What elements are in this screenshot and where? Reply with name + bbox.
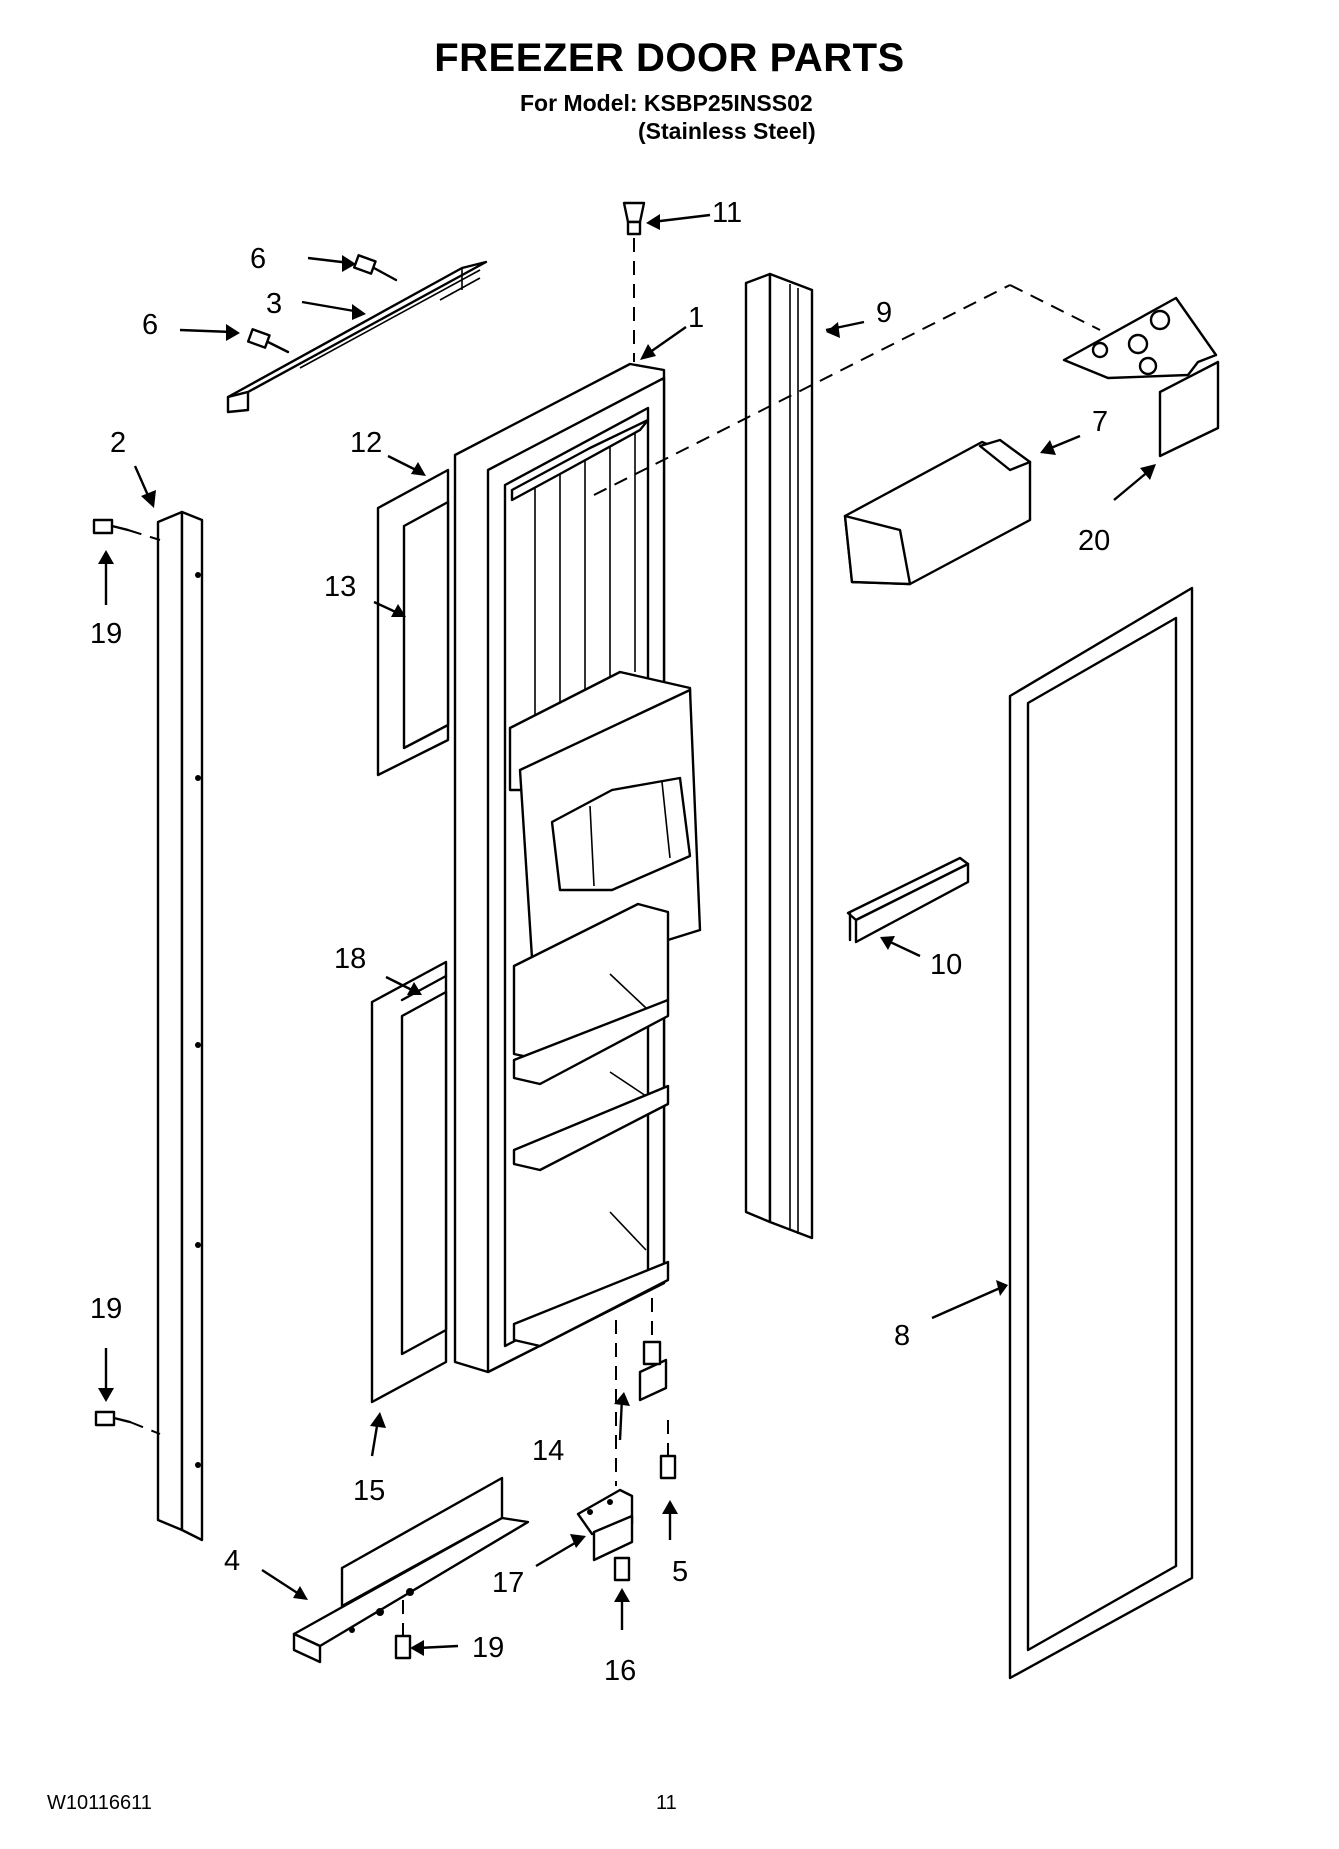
document-number: W10116611 xyxy=(47,1792,152,1814)
hinge-alignment-line xyxy=(593,284,1011,496)
callout-19-c: 19 xyxy=(472,1632,504,1664)
callout-3: 3 xyxy=(266,288,282,320)
callout-6-upper: 6 xyxy=(250,243,266,275)
callout-17: 17 xyxy=(492,1567,524,1599)
callout-8: 8 xyxy=(894,1320,910,1352)
part-6-screw-upper xyxy=(352,254,398,282)
part-14-hinge-pin xyxy=(638,1298,668,1402)
part-19-screw-bottom xyxy=(394,1600,412,1660)
callout-10: 10 xyxy=(930,949,962,981)
part-13-upper-insulation xyxy=(402,500,450,750)
model-number: For Model: KSBP25INSS02 xyxy=(520,90,813,116)
part-17-hinge-bracket xyxy=(576,1320,634,1562)
callout-16: 16 xyxy=(604,1655,636,1687)
callout-20: 20 xyxy=(1078,525,1110,557)
part-5-screw xyxy=(659,1420,677,1480)
part-9-hinge-side-trim xyxy=(744,272,814,1240)
page-title: FREEZER DOOR PARTS xyxy=(434,36,905,80)
page-number: 11 xyxy=(656,1792,677,1814)
part-7-door-bin xyxy=(843,438,1032,586)
part-1-door-liner xyxy=(453,362,702,1374)
callout-2: 2 xyxy=(110,427,126,459)
callout-5: 5 xyxy=(672,1556,688,1588)
callout-12: 12 xyxy=(350,427,382,459)
part-16-screw xyxy=(613,1556,631,1582)
part-20-top-hinge xyxy=(1062,296,1220,458)
hinge-alignment-line-2 xyxy=(1009,284,1101,331)
part-10-rail xyxy=(846,856,970,944)
callout-15: 15 xyxy=(353,1475,385,1507)
callout-4: 4 xyxy=(224,1545,240,1577)
part-3-top-trim xyxy=(226,260,488,414)
callout-9: 9 xyxy=(876,297,892,329)
part-6-screw-lower xyxy=(246,328,290,354)
callout-19-a: 19 xyxy=(90,618,122,650)
callout-1: 1 xyxy=(688,302,704,334)
callout-13: 13 xyxy=(324,571,356,603)
callout-19-b: 19 xyxy=(90,1293,122,1325)
model-finish: (Stainless Steel) xyxy=(638,118,816,144)
part-8-door-gasket xyxy=(1008,586,1194,1680)
part-11-hinge-bushing xyxy=(622,201,646,362)
part-4-bottom-trim xyxy=(292,1476,530,1664)
part-19-screw-lower xyxy=(94,1410,161,1435)
part-2-side-trim xyxy=(156,510,204,1542)
callout-arrows xyxy=(98,213,1156,1656)
callout-11: 11 xyxy=(712,197,742,229)
part-18-lower-insulation xyxy=(400,974,448,1356)
callout-labels: 1 2 3 4 5 6 6 7 8 9 10 11 12 13 14 15 16… xyxy=(90,197,1110,1687)
callout-7: 7 xyxy=(1092,406,1108,438)
part-19-screw-upper xyxy=(92,518,161,541)
callout-18: 18 xyxy=(334,943,366,975)
callout-6-lower: 6 xyxy=(142,309,158,341)
callout-14: 14 xyxy=(532,1435,564,1467)
